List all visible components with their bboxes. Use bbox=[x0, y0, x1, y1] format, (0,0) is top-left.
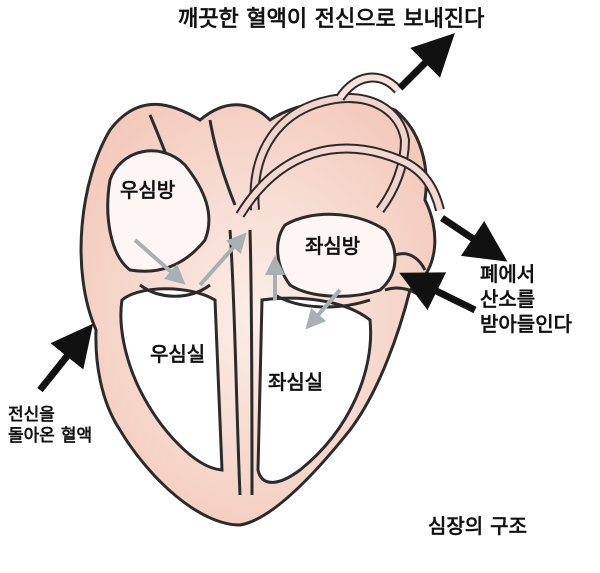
right-ventricle-chamber bbox=[119, 287, 224, 472]
flow-arrow-la-lv bbox=[305, 288, 342, 330]
flow-arrow-ra-rv bbox=[133, 238, 186, 285]
mitral-valve bbox=[274, 293, 371, 309]
left-ventricle-chamber bbox=[256, 296, 373, 484]
label-from-body: 전신을 돌아온 혈액 bbox=[8, 405, 93, 447]
septum bbox=[228, 229, 242, 496]
label-right-ventricle: 우심실 bbox=[150, 342, 206, 366]
tricuspid-valve bbox=[139, 283, 211, 298]
arrow-to-body bbox=[397, 33, 455, 91]
arrow-to-lungs bbox=[440, 215, 508, 262]
arrow-from-body bbox=[37, 323, 94, 393]
right-atrium-chamber bbox=[106, 149, 211, 273]
label-to-body: 깨끗한 혈액이 전신으로 보내진다 bbox=[178, 7, 485, 32]
flow-arrow-rv-pa bbox=[198, 232, 247, 287]
label-left-ventricle: 좌심실 bbox=[268, 370, 324, 394]
pulmonary-veins bbox=[394, 252, 427, 271]
diagram-caption: 심장의 구조 bbox=[428, 514, 527, 538]
label-right-atrium: 우심방 bbox=[120, 178, 176, 202]
arrow-from-lungs bbox=[399, 272, 477, 314]
label-left-atrium: 좌심방 bbox=[305, 234, 361, 258]
label-from-lungs: 폐에서 산소를 받아들인다 bbox=[480, 262, 572, 336]
